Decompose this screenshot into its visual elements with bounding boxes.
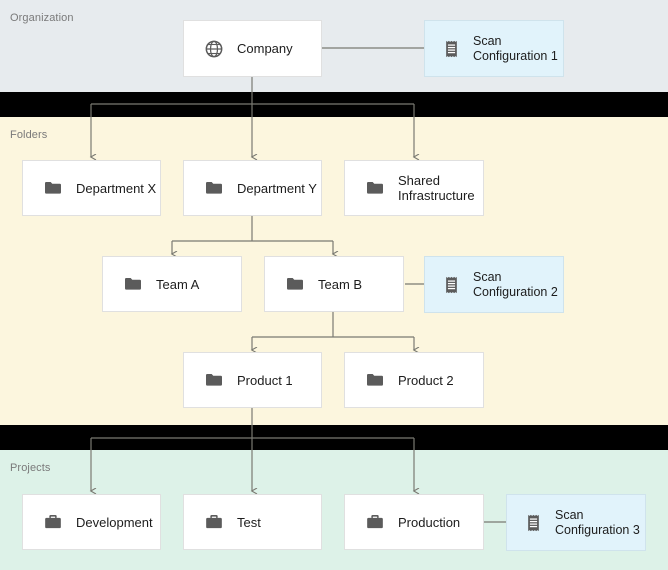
briefcase-icon (45, 515, 61, 529)
node-label: Development (76, 514, 153, 530)
scan-config-icon (528, 514, 539, 531)
scan-config-icon (446, 40, 457, 57)
band-label-organization: Organization (10, 12, 74, 24)
node-production[interactable]: Production (344, 494, 484, 550)
folder-icon (206, 182, 222, 194)
node-label: Product 2 (398, 372, 454, 388)
node-product-2[interactable]: Product 2 (344, 352, 484, 408)
folder-icon (367, 182, 383, 194)
node-scan-configuration-2[interactable]: Scan Configuration 2 (424, 256, 564, 313)
node-development[interactable]: Development (22, 494, 161, 550)
band-organization: Organization (0, 0, 668, 92)
node-label: Scan Configuration 1 (473, 33, 558, 63)
node-label: Scan Configuration 3 (555, 507, 640, 537)
node-label: Department X (76, 180, 157, 196)
node-label: Product 1 (237, 372, 293, 388)
node-label: Shared Infrastructure (398, 173, 475, 203)
folder-icon (206, 374, 222, 386)
node-team-a[interactable]: Team A (102, 256, 242, 312)
node-label: Team A (156, 276, 200, 292)
node-scan-configuration-1[interactable]: Scan Configuration 1 (424, 20, 564, 77)
node-department-x[interactable]: Department X (22, 160, 161, 216)
scan-config-icon (446, 276, 457, 293)
folder-icon (125, 278, 141, 290)
folder-icon (367, 374, 383, 386)
node-department-y[interactable]: Department Y (183, 160, 322, 216)
folder-icon (45, 182, 61, 194)
node-label: Scan Configuration 2 (473, 269, 558, 299)
briefcase-icon (206, 515, 222, 529)
node-product-1[interactable]: Product 1 (183, 352, 322, 408)
node-label: Company (237, 41, 293, 56)
node-label: Production (398, 514, 461, 530)
node-label: Department Y (237, 180, 317, 196)
node-test[interactable]: Test (183, 494, 322, 550)
globe-icon (205, 40, 223, 57)
node-company[interactable]: Company (183, 20, 322, 77)
node-label: Team B (318, 276, 363, 292)
briefcase-icon (367, 515, 383, 529)
folder-icon (287, 278, 303, 290)
node-label: Test (237, 514, 261, 530)
band-label-projects: Projects (10, 462, 51, 474)
band-label-folders: Folders (10, 129, 48, 141)
node-team-b[interactable]: Team B (264, 256, 404, 312)
node-shared-infrastructure[interactable]: Shared Infrastructure (344, 160, 484, 216)
node-scan-configuration-3[interactable]: Scan Configuration 3 (506, 494, 646, 551)
